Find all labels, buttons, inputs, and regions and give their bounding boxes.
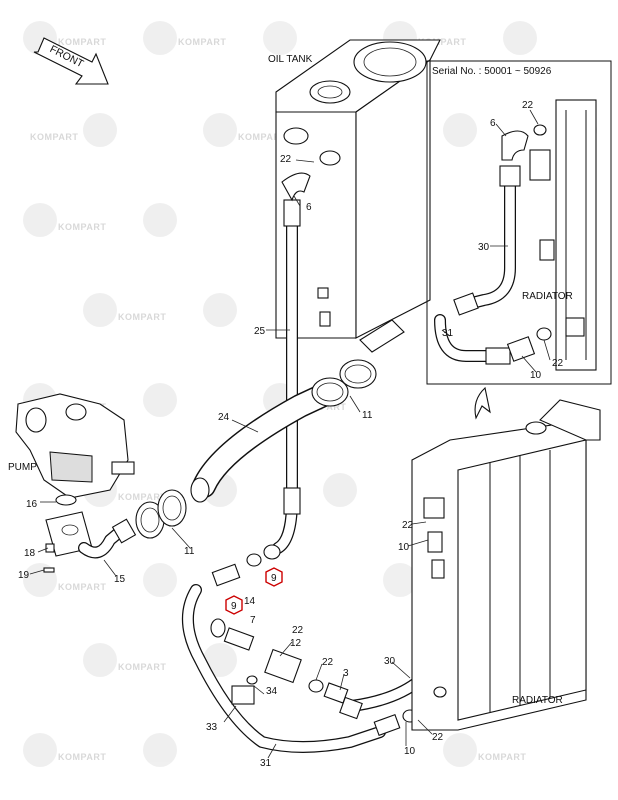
callout-15: 15 [114,574,126,585]
callout-14: 14 [244,596,256,607]
callout-18: 18 [24,548,36,559]
callout-24: 24 [218,412,230,423]
inset-callout-30: 30 [478,242,490,253]
callout-22: 22 [292,625,304,636]
callout-19: 19 [18,570,30,581]
callout-25: 25 [254,326,266,337]
inset-callout-22: 22 [552,358,564,369]
callout-22: 22 [322,657,334,668]
svg-text:9: 9 [271,573,277,584]
highlighted-callout-9-a: 9 [265,567,283,587]
svg-text:KOMPART: KOMPART [478,752,526,762]
svg-text:KOMPART: KOMPART [58,582,106,592]
svg-text:KOMPART: KOMPART [178,37,226,47]
svg-text:KOMPART: KOMPART [58,752,106,762]
callout-6: 6 [306,202,312,213]
radiator-main [411,399,601,731]
clamps-11-lower [135,489,187,539]
svg-text:KOMPART: KOMPART [118,662,166,672]
callout-3: 3 [343,668,349,679]
inset-serial-box [426,60,612,420]
oil-tank-label: OIL TANK [268,54,313,65]
svg-text:9: 9 [231,601,237,612]
svg-text:KOMPART: KOMPART [58,37,106,47]
oil-tank [275,39,441,353]
pump-label: PUMP [8,462,37,473]
callout-34: 34 [266,686,278,697]
svg-text:KOMPART: KOMPART [238,132,286,142]
svg-text:KOMPART: KOMPART [30,132,78,142]
svg-text:KOMPART: KOMPART [418,37,466,47]
inset-callout-22: 22 [522,100,534,111]
svg-text:KOMPART: KOMPART [118,492,166,502]
inset-callout-10: 10 [530,370,542,381]
callout-30: 30 [384,656,396,667]
callout-11: 11 [362,410,373,421]
svg-text:KOMPART: KOMPART [58,222,106,232]
callout-22: 22 [280,154,292,165]
callout-22: 22 [432,732,444,743]
callout-11: 11 [184,546,195,557]
highlighted-callout-9-b: 9 [225,595,243,615]
pump [15,393,135,499]
callout-33: 33 [206,722,218,733]
pump-flange-assembly [43,494,137,573]
inset-callout-6: 6 [490,118,496,129]
callout-7: 7 [250,615,256,626]
callout-10: 10 [404,746,416,757]
hose-31 [181,584,386,753]
radiator-inset-label: RADIATOR [522,291,573,302]
svg-text:KOMPART: KOMPART [118,312,166,322]
leader-lines [29,109,551,759]
hose-25 [272,172,311,554]
callout-16: 16 [26,499,38,510]
serial-number-label: Serial No. : 50001 ~ 50926 [432,66,552,77]
callouts: 22 6 25 24 11 16 18 19 15 11 22 10 14 7 … [18,100,564,769]
inset-callout-31: 31 [442,328,454,339]
clamps-11-upper [311,359,377,407]
callout-12: 12 [290,638,302,649]
fittings-chain [210,544,418,737]
radiator-main-label: RADIATOR [512,695,563,706]
callout-22: 22 [402,520,414,531]
hose-24 [190,380,342,503]
callout-10: 10 [398,542,410,553]
callout-31: 31 [260,758,272,769]
